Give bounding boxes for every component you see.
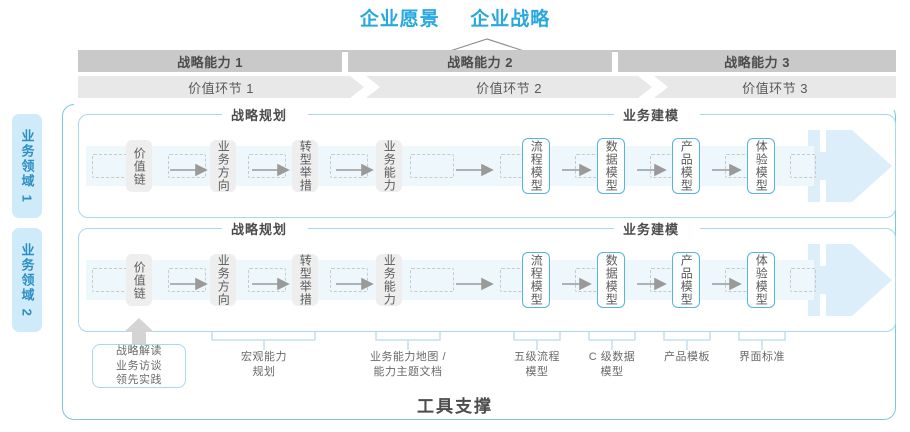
- tool-note-4-line-1: C 级数据: [588, 351, 636, 363]
- row2-box-business-direction[interactable]: 业务方向: [210, 254, 236, 306]
- row2-dash-placeholder-5: [410, 268, 454, 292]
- row2-box-experience-model[interactable]: 体验模型: [747, 252, 775, 308]
- row2-box-business-capability[interactable]: 业务能力: [376, 254, 402, 306]
- title-strategy: 企业战略: [470, 9, 551, 30]
- tool-note-6: 界面标准: [722, 350, 802, 365]
- row1-box-transformation-measures[interactable]: 转型举措: [292, 140, 318, 192]
- row1-box-data-model[interactable]: 数据模型: [597, 138, 625, 194]
- row1-dash-placeholder-5: [410, 154, 454, 178]
- sidebar-item-domain-2[interactable]: 业务领域 2: [12, 228, 42, 332]
- row1-box-process-model[interactable]: 流程模型: [522, 138, 550, 194]
- tool-note-5: 产品模板: [647, 350, 727, 365]
- tool-note-1: 宏观能力 规划: [214, 350, 314, 380]
- row1-box-value-chain[interactable]: 价值链: [126, 140, 152, 192]
- row1-dash-placeholder-1: [92, 154, 128, 178]
- tool-support-title: 工具支撑: [417, 397, 493, 416]
- sidebar-item-domain-1[interactable]: 业务领域 1: [12, 114, 42, 218]
- row2-box-transformation-measures[interactable]: 转型举措: [292, 254, 318, 306]
- diagram-title: 企业愿景 企业战略: [0, 4, 910, 31]
- source-line-1: 战略解读: [116, 344, 162, 357]
- capability-band-3[interactable]: 战略能力 3: [618, 50, 896, 72]
- title-vision: 企业愿景: [359, 9, 440, 30]
- value-band-1[interactable]: 价值环节 1: [78, 76, 364, 98]
- tool-note-3-line-2: 模型: [525, 365, 549, 378]
- tool-note-3: 五级流程 模型: [497, 350, 577, 380]
- value-band-3[interactable]: 价值环节 3: [654, 76, 896, 98]
- value-band-2[interactable]: 价值环节 2: [366, 76, 652, 98]
- row2-box-value-chain[interactable]: 价值链: [126, 254, 152, 306]
- tool-note-4: C 级数据 模型: [572, 350, 652, 380]
- tool-note-5-line-1: 产品模板: [664, 351, 710, 363]
- tool-note-2: 业务能力地图 / 能力主题文档: [348, 350, 468, 380]
- row1-box-experience-model[interactable]: 体验模型: [747, 138, 775, 194]
- row2-dash-placeholder-2: [168, 268, 206, 292]
- source-line-3: 领先实践: [116, 374, 162, 387]
- row2-dash-placeholder-10: [790, 268, 816, 292]
- row2-modeling-caption: 业务建模: [616, 219, 687, 238]
- capability-band-2[interactable]: 战略能力 2: [348, 50, 612, 72]
- capability-band-1[interactable]: 战略能力 1: [78, 50, 342, 72]
- row2-planning-caption: 战略规划: [224, 219, 295, 238]
- row2-dash-placeholder-3: [248, 268, 286, 292]
- tool-note-1-line-1: 宏观能力: [241, 351, 287, 363]
- tool-note-4-line-2: 模型: [600, 365, 624, 378]
- row2-dash-placeholder-4: [330, 268, 368, 292]
- tool-note-2-line-2: 能力主题文档: [373, 365, 443, 378]
- row1-dash-placeholder-2: [168, 154, 206, 178]
- row1-modeling-caption: 业务建模: [616, 105, 687, 124]
- row1-dash-placeholder-10: [790, 154, 816, 178]
- row1-dash-placeholder-3: [248, 154, 286, 178]
- row2-box-product-model[interactable]: 产品模型: [672, 252, 700, 308]
- tool-frame-top-mask: [74, 100, 896, 110]
- row2-box-process-model[interactable]: 流程模型: [522, 252, 550, 308]
- row1-box-product-model[interactable]: 产品模型: [672, 138, 700, 194]
- row1-dash-placeholder-4: [330, 154, 368, 178]
- tool-note-1-line-2: 规划: [252, 365, 276, 378]
- row1-box-business-capability[interactable]: 业务能力: [376, 140, 402, 192]
- tool-note-3-line-1: 五级流程: [514, 351, 560, 363]
- source-line-2: 业务访谈: [116, 359, 162, 372]
- row2-dash-placeholder-1: [92, 268, 128, 292]
- row1-box-business-direction[interactable]: 业务方向: [210, 140, 236, 192]
- tool-note-source-box[interactable]: 战略解读 业务访谈 领先实践: [92, 344, 186, 388]
- row1-planning-caption: 战略规划: [224, 105, 295, 124]
- row2-box-data-model[interactable]: 数据模型: [597, 252, 625, 308]
- tool-note-6-line-1: 界面标准: [739, 351, 785, 363]
- tool-note-2-line-1: 业务能力地图 /: [369, 351, 447, 363]
